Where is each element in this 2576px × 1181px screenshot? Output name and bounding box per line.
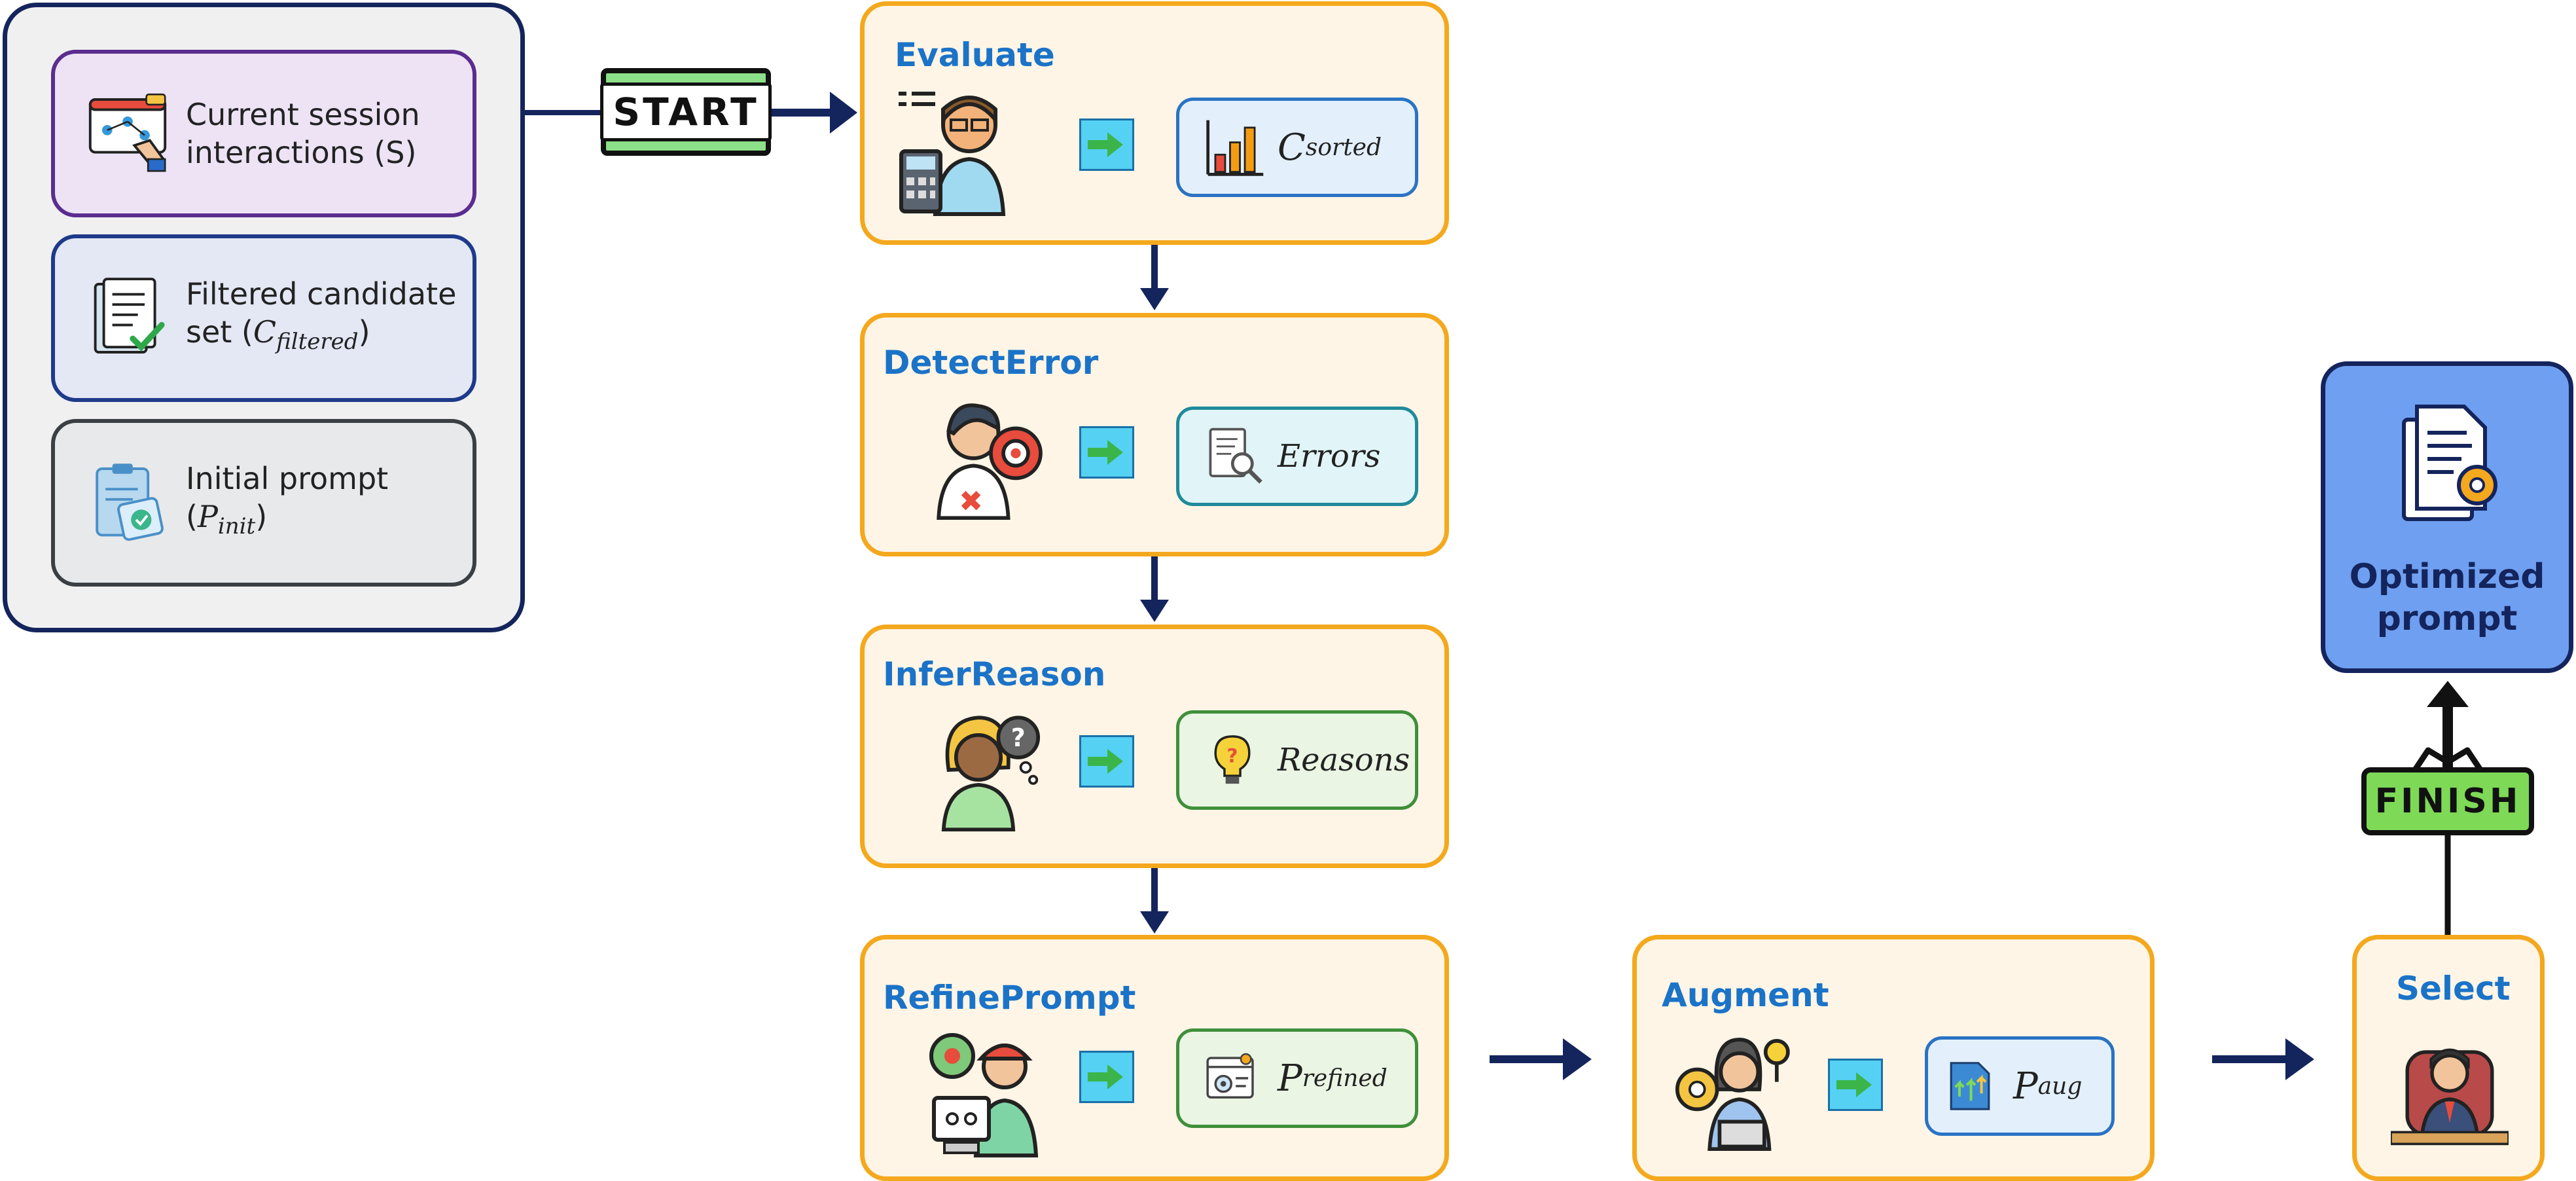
augment-document-icon [1950, 1062, 1990, 1110]
document-gear-icon [2402, 405, 2497, 521]
stage-select: Select [2352, 935, 2545, 1181]
stage-title: Select [2396, 970, 2511, 1008]
flow-arrow-icon [1828, 1059, 1883, 1111]
bar-chart-icon [1206, 120, 1264, 176]
finish-badge: FINISH [2361, 767, 2534, 835]
engineer-icon [929, 1033, 1039, 1157]
manager-icon [2391, 1048, 2509, 1146]
stage-title: RefinePrompt [883, 979, 1136, 1017]
initial-prompt-card: Initial prompt (Pinit) [51, 419, 476, 587]
web-settings-icon [1206, 1053, 1254, 1099]
network-hand-icon [88, 93, 167, 172]
svg-text:?: ? [1011, 723, 1026, 752]
finish-to-optimized-arrowhead [2427, 681, 2469, 707]
start-badge: START [600, 68, 772, 156]
stage-infer-reason: InferReason ? ? Reasons [860, 625, 1449, 868]
flow-arrow-icon [1079, 118, 1134, 171]
initial-prompt-label: Initial prompt (Pinit) [186, 461, 389, 540]
stage-title: InferReason [883, 655, 1106, 693]
optimized-prompt-box: Optimized prompt [2321, 361, 2573, 673]
flow-arrow-icon [1079, 1051, 1134, 1103]
stage-title: Augment [1662, 976, 1829, 1014]
session-label: Current session interactions (S) [186, 97, 420, 170]
stage-detect-error: DetectError Errors [860, 313, 1449, 556]
thinking-woman-icon: ? [941, 716, 1041, 832]
checklist-icon [94, 278, 165, 354]
document-search-icon [1209, 427, 1262, 484]
flow-arrow-icon [1079, 426, 1134, 479]
output-errors: Errors [1176, 407, 1418, 506]
finish-hanger-icon [2412, 747, 2483, 772]
flow-arrow-icon [1079, 735, 1134, 788]
optimized-prompt-label: Optimized prompt [2349, 557, 2545, 638]
svg-text:?: ? [1227, 744, 1238, 767]
stage-title: Evaluate [895, 36, 1055, 74]
inspector-icon [937, 403, 1043, 520]
clipboard-check-icon [96, 463, 164, 541]
candidates-card: Filtered candidate set (Cfiltered) [51, 234, 476, 402]
idea-woman-icon [1675, 1038, 1790, 1152]
accountant-icon [899, 92, 1006, 216]
session-card: Current session interactions (S) [51, 50, 476, 217]
output-reasons: ? Reasons [1176, 710, 1418, 810]
candidates-label: Filtered candidate set (Cfiltered) [186, 276, 457, 355]
lightbulb-question-icon: ? [1214, 735, 1251, 784]
start-to-evaluate-arrowhead [830, 92, 857, 134]
stage-title: DetectError [883, 344, 1099, 382]
